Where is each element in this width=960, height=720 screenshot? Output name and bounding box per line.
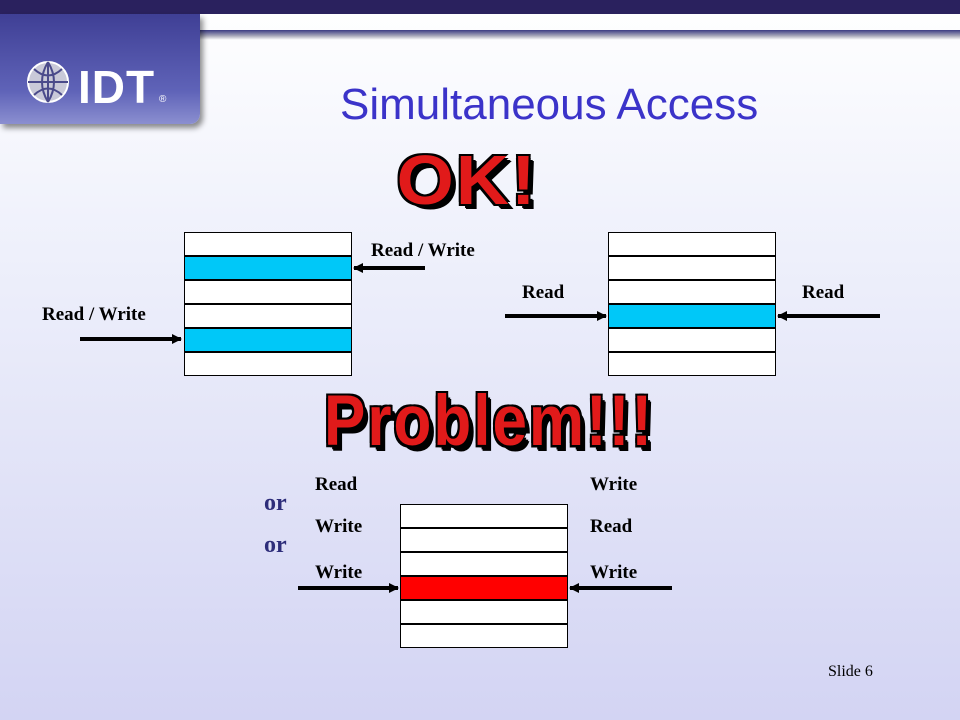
memory-cell-empty: [184, 232, 352, 256]
memory-cell-empty: [400, 624, 568, 648]
memory-cell-highlight: [184, 328, 352, 352]
memory-cell-conflict: [400, 576, 568, 600]
diagram2-right-label: Read: [802, 282, 845, 303]
memory-cell-empty: [400, 600, 568, 624]
memory-cell-highlight: [608, 304, 776, 328]
logo-text: IDT: [78, 61, 156, 113]
diagram3-right-label-2: Read: [590, 516, 633, 537]
memory-cell-empty: [608, 280, 776, 304]
ok-banner: OK!: [396, 141, 538, 219]
or-label-2: or: [264, 532, 287, 558]
diagram3-right-label-1: Write: [590, 474, 638, 495]
registered-mark: ®: [159, 94, 167, 105]
diagram3-left-label-3: Write: [315, 562, 363, 583]
diagram3-left-label-1: Read: [315, 474, 358, 495]
or-label-1: or: [264, 490, 287, 516]
header-rule: [195, 30, 960, 40]
diagram3-right-label-3: Write: [590, 562, 638, 583]
memory-cell-empty: [400, 528, 568, 552]
globe-logo-icon: [27, 61, 69, 103]
logo-tab: IDT ®: [0, 14, 200, 124]
slide-title: Simultaneous Access: [340, 80, 759, 129]
memory-cell-empty: [184, 304, 352, 328]
memory-cell-empty: [608, 328, 776, 352]
diagram2-left-label: Read: [522, 282, 565, 303]
slide-number: Slide 6: [828, 663, 873, 680]
memory-cell-empty: [184, 280, 352, 304]
memory-cell-empty: [608, 256, 776, 280]
diagram1-left-label: Read / Write: [42, 304, 146, 325]
diagram1-right-label: Read / Write: [371, 240, 475, 261]
problem-banner: Problem!!!: [324, 381, 654, 462]
memory-cell-empty: [400, 552, 568, 576]
top-band: [0, 0, 960, 14]
memory-cell-highlight: [184, 256, 352, 280]
memory-cell-empty: [400, 504, 568, 528]
diagram3-left-label-2: Write: [315, 516, 363, 537]
memory-cell-empty: [184, 352, 352, 376]
memory-cell-empty: [608, 232, 776, 256]
memory-cell-empty: [608, 352, 776, 376]
